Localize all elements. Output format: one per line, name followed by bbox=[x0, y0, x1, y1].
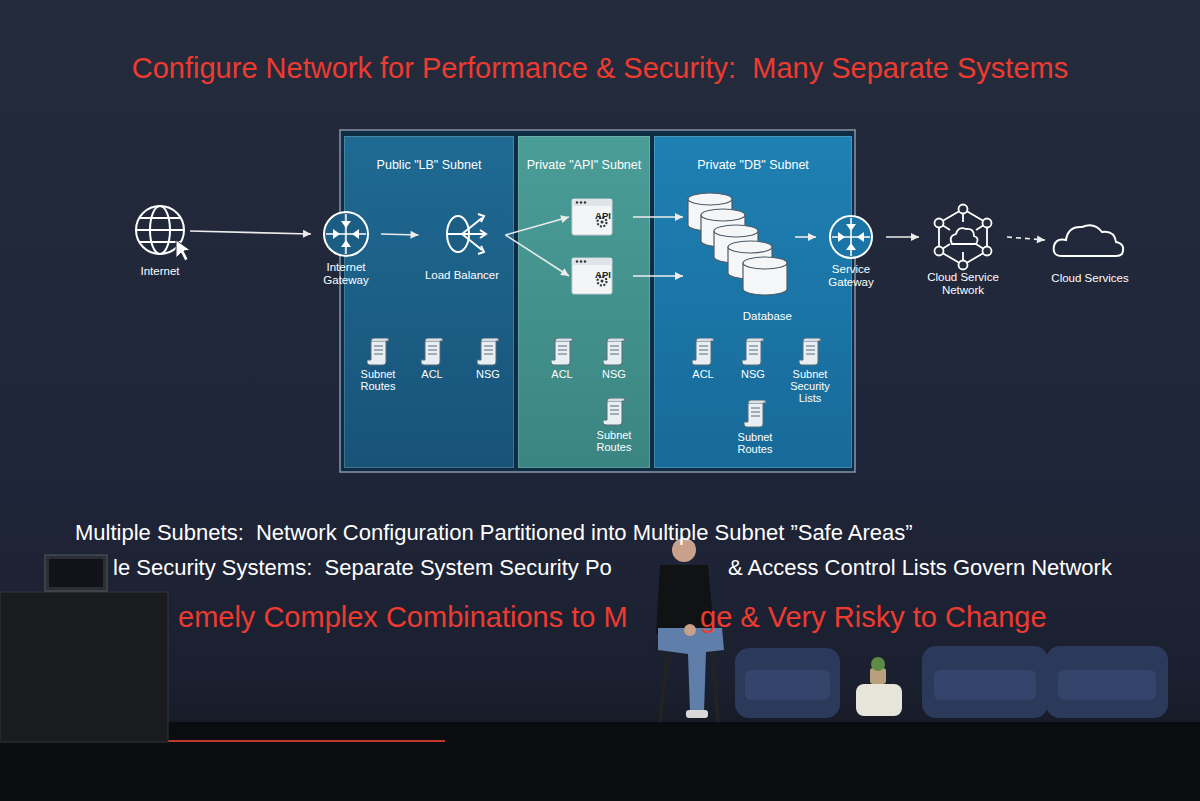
security-list-label: NSG bbox=[589, 368, 639, 380]
subnet-band: Private "DB" SubnetDatabase bbox=[654, 136, 852, 468]
node-label: Load Balancer bbox=[425, 269, 499, 282]
globe-icon bbox=[136, 206, 190, 261]
connector bbox=[506, 235, 570, 276]
gateway-icon bbox=[830, 216, 872, 258]
arrowhead bbox=[911, 233, 919, 241]
document-icon bbox=[477, 338, 499, 365]
node-label: Cloud Service Network bbox=[925, 271, 1001, 297]
database-node: Database bbox=[686, 192, 792, 324]
document-icon bbox=[421, 338, 443, 365]
cloud-node: Cloud Services bbox=[1048, 220, 1132, 286]
connector bbox=[633, 272, 683, 280]
subnet-ground bbox=[344, 136, 514, 468]
document-icon bbox=[799, 338, 821, 365]
document-icon bbox=[692, 338, 714, 365]
security-list-label: Subnet Routes bbox=[729, 431, 781, 455]
monitor-screen bbox=[49, 559, 103, 587]
security-list-label: NSG bbox=[463, 368, 513, 380]
slide-title: Configure Network for Performance & Secu… bbox=[0, 52, 1200, 85]
security-list-label: NSG bbox=[728, 368, 778, 380]
gateway-node: Internet Gateway bbox=[314, 211, 378, 288]
arrowhead bbox=[560, 268, 569, 276]
security-list-label: Subnet Routes bbox=[352, 368, 404, 392]
cloud-icon bbox=[1054, 225, 1123, 256]
armchair bbox=[1046, 646, 1168, 718]
node-label: Public "LB" Subnet bbox=[349, 158, 509, 173]
connector-line bbox=[506, 217, 570, 235]
monitor bbox=[45, 555, 107, 591]
load-balancer-node: Load Balancer bbox=[422, 213, 503, 283]
arrowhead bbox=[675, 272, 683, 280]
arrowhead bbox=[410, 231, 418, 239]
api-node: API bbox=[572, 199, 630, 235]
slide-text: ge & Very Risky to Change bbox=[700, 600, 1047, 635]
armchair bbox=[922, 646, 1048, 718]
connector bbox=[506, 215, 570, 235]
slide-text: Multiple Subnets: Network Configuration … bbox=[75, 520, 913, 546]
security-list-label: ACL bbox=[678, 368, 728, 380]
connector-line bbox=[190, 231, 311, 234]
node-label: Private "DB" Subnet bbox=[659, 158, 847, 173]
network-icon bbox=[935, 205, 992, 270]
security-list-label: Subnet Security Lists bbox=[784, 368, 836, 404]
node-label: Service Gateway bbox=[822, 263, 880, 289]
connector bbox=[886, 233, 919, 241]
security-list-label: Subnet Routes bbox=[588, 429, 640, 453]
connector bbox=[190, 230, 311, 238]
connector bbox=[1007, 235, 1045, 243]
subnet-ground bbox=[518, 136, 650, 468]
subnet-band: Public "LB" SubnetLoad Balancer bbox=[344, 136, 514, 468]
subnet-band: Private "API" SubnetAPI API bbox=[518, 136, 650, 468]
arrowhead bbox=[808, 233, 816, 241]
subnet-ground bbox=[654, 136, 852, 468]
slide-text: le Security Systems: Separate System Sec… bbox=[113, 555, 612, 581]
node-label: Private "API" Subnet bbox=[523, 158, 645, 173]
gateway-node: Service Gateway bbox=[819, 215, 883, 290]
armchair bbox=[735, 648, 840, 718]
document-icon bbox=[551, 338, 573, 365]
connector-line bbox=[506, 235, 570, 276]
node-label: API bbox=[576, 211, 630, 221]
api-node: API bbox=[572, 258, 630, 294]
document-icon bbox=[603, 398, 625, 425]
document-icon bbox=[744, 400, 766, 427]
connector bbox=[795, 233, 816, 241]
gateway-icon bbox=[324, 212, 368, 256]
connector bbox=[633, 213, 683, 221]
slide-text: emely Complex Combinations to M bbox=[178, 600, 628, 635]
security-list-label: ACL bbox=[537, 368, 587, 380]
internet-node: Internet bbox=[133, 205, 187, 279]
podium bbox=[0, 592, 168, 742]
node-label: Cloud Services bbox=[1051, 272, 1128, 285]
node-label: API bbox=[576, 270, 630, 280]
connector bbox=[381, 231, 419, 239]
database-stack bbox=[688, 193, 787, 295]
node-label: Internet Gateway bbox=[317, 261, 375, 287]
node-label: Database bbox=[743, 310, 792, 323]
diagram-frame bbox=[340, 130, 855, 472]
stage-floor bbox=[0, 722, 1200, 801]
document-icon bbox=[367, 338, 389, 365]
load-balancer-icon bbox=[447, 214, 486, 254]
network-node: Cloud Service Network bbox=[922, 207, 1004, 298]
security-list-label: ACL bbox=[406, 368, 458, 380]
document-icon bbox=[603, 338, 625, 365]
arrowhead bbox=[303, 230, 311, 238]
arrowhead bbox=[1037, 235, 1045, 243]
slide-text: & Access Control Lists Govern Network bbox=[728, 555, 1112, 581]
document-icon bbox=[742, 338, 764, 365]
arrowhead bbox=[675, 213, 683, 221]
side-table bbox=[856, 657, 902, 716]
node-label: Internet bbox=[141, 265, 180, 278]
arrowhead bbox=[560, 215, 569, 223]
